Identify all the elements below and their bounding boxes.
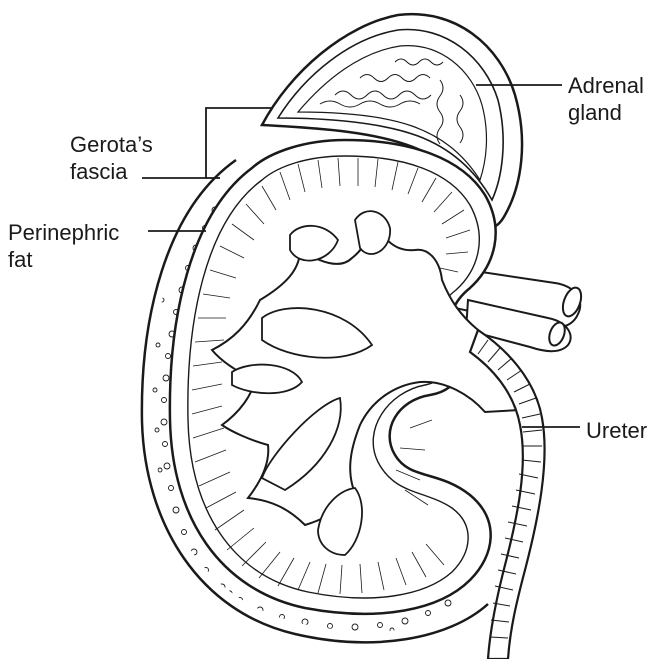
label-gerota-line1: Gerota’s xyxy=(70,131,153,158)
label-adrenal-line2: gland xyxy=(568,99,644,126)
label-perinephric-line2: fat xyxy=(8,246,119,273)
label-ureter-line1: Ureter xyxy=(586,417,647,444)
label-adrenal-line1: Adrenal xyxy=(568,72,644,99)
label-perinephric-fat: Perinephric fat xyxy=(8,219,119,273)
label-perinephric-line1: Perinephric xyxy=(8,219,119,246)
label-gerotas-fascia: Gerota’s fascia xyxy=(70,131,153,185)
label-adrenal-gland: Adrenal gland xyxy=(568,72,644,126)
label-gerota-line2: fascia xyxy=(70,158,153,185)
label-ureter: Ureter xyxy=(586,417,647,444)
